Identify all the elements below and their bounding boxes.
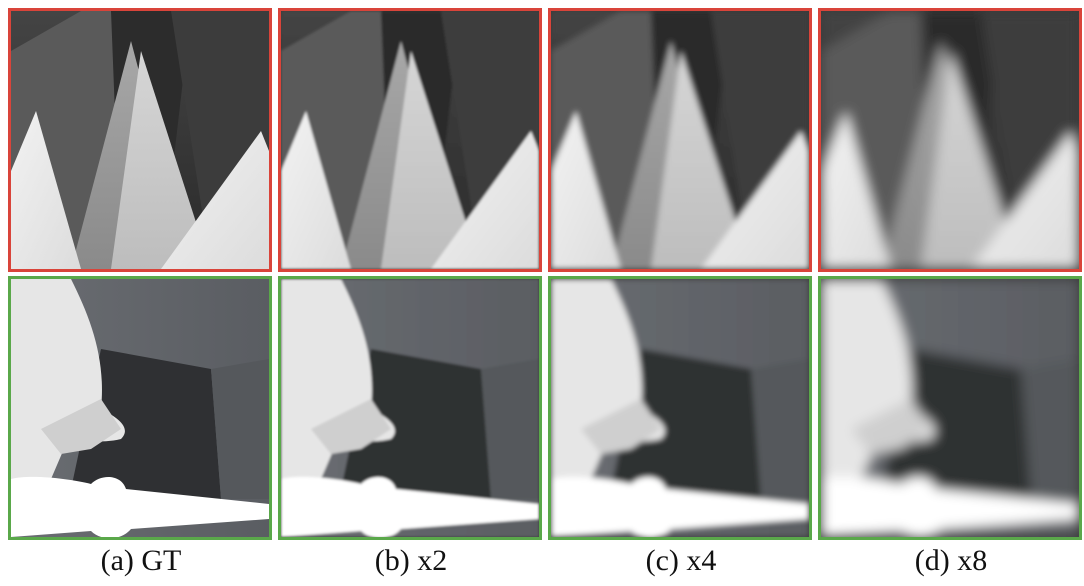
panel-bottom-x4 [548,276,812,540]
depth-map-image [821,279,1079,537]
depth-map-image [281,11,539,269]
depth-map-image [11,11,269,269]
panel-bottom-x2 [278,276,542,540]
depth-map-image [821,11,1079,269]
panel-bottom-gt [8,276,272,540]
panel-top-x4 [548,8,812,272]
panel-top-gt [8,8,272,272]
depth-map-image [551,11,809,269]
caption-b: (b) x2 [374,544,448,577]
depth-map-image [551,279,809,537]
depth-map-image [11,279,269,537]
panel-bottom-x8 [818,276,1082,540]
caption-d: (d) x8 [914,544,988,577]
panel-top-x2 [278,8,542,272]
depth-map-image [281,279,539,537]
caption-a: (a) GT [100,544,182,577]
panel-top-x8 [818,8,1082,272]
caption-c: (c) x4 [645,544,717,577]
